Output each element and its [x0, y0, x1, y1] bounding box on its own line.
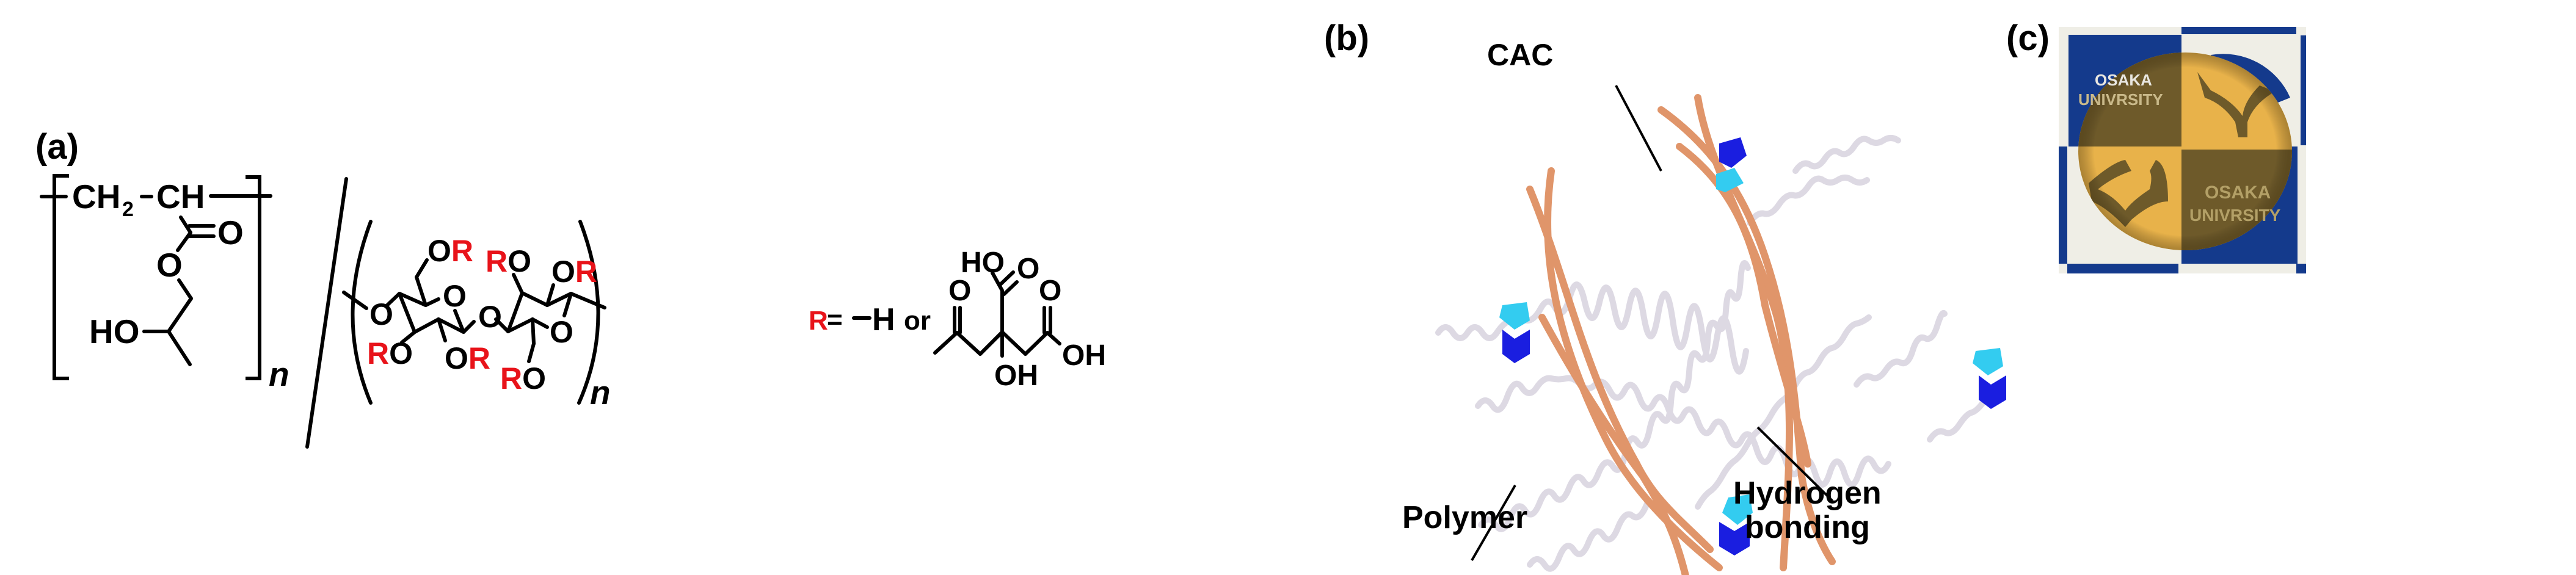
cellulose-paren-right: [577, 220, 600, 405]
cellulose-ring-o-1: O: [443, 279, 467, 313]
photo-text-bottom-line2: UNIVRSITY: [2189, 206, 2281, 225]
hbond-unit: [1719, 494, 1753, 555]
callout-hbond: Hydrogen bonding: [1733, 476, 1882, 544]
panel-b-schematic: [1435, 85, 2006, 575]
polymer-bracket-left: [40, 174, 69, 380]
cellulose-paren-left: [351, 220, 373, 405]
atom-carbonyl-o: O: [217, 214, 244, 251]
callout-line-polymer: [1471, 485, 1516, 561]
r-option-h: H: [872, 302, 895, 338]
cellulose-skeleton: [342, 258, 606, 363]
panel-label-c: (c): [2006, 18, 2050, 58]
atom-ch2-subscript: 2: [122, 198, 134, 221]
cellulose-label-ro-1: RO: [486, 244, 531, 278]
hbond-unit: [1716, 137, 1747, 192]
r-definition-equals: =: [827, 305, 843, 335]
atom-ch: CH: [156, 178, 205, 215]
photo-text-bottom-line1: OSAKA: [2205, 183, 2271, 203]
polymer-chain: [1527, 501, 1650, 572]
blend-divider-slash: [305, 177, 348, 449]
checker-square: [2067, 264, 2178, 273]
citrate-oh-center: OH: [994, 360, 1038, 392]
citrate-o-acid: O: [1039, 275, 1061, 307]
cellulose-label-or-2: OR: [551, 255, 597, 289]
checker-square: [2181, 27, 2296, 34]
polymer-chain: [1792, 135, 1901, 174]
polymer-chain: [1927, 400, 1985, 443]
citrate-oh-right: OH: [1062, 339, 1106, 372]
cellulose-repeat-n: n: [590, 374, 611, 411]
carbonyl-group: [176, 215, 216, 252]
photo-text-top-line1: OSAKA: [2095, 71, 2152, 89]
polymer-chain: [1747, 175, 1870, 226]
hbond-unit: [1499, 302, 1530, 363]
polymer-chain: [1475, 375, 1891, 488]
panel-a-structures: CH 2 CH O O HO n OR RO OR RO OR RO O O O…: [40, 174, 1106, 449]
callout-polymer: Polymer: [1402, 500, 1528, 535]
polymer-repeat-n: n: [269, 355, 289, 393]
photo-text-top-line2: UNIVRSITY: [2078, 90, 2163, 109]
panel-c-photo: OSAKA UNIVRSITY OSAKA UNIVRSITY: [2059, 27, 2306, 273]
atom-ch2: CH: [72, 178, 120, 215]
cac-fiber: [1538, 314, 1689, 575]
citrate-ho-top: HO: [961, 247, 1005, 279]
citrate-skeleton: [933, 270, 1061, 358]
r-definition-label: R: [809, 306, 828, 336]
cellulose-bridge-o: O: [478, 300, 502, 334]
cellulose-label-ro-2: RO: [367, 336, 413, 371]
citrate-o-top: O: [1017, 253, 1039, 285]
callout-hbond-line1: Hydrogen: [1733, 476, 1882, 511]
cellulose-label-or-1: OR: [428, 234, 473, 268]
atom-ester-o: O: [156, 246, 183, 284]
callout-cac: CAC: [1487, 38, 1554, 72]
cac-fiber: [1526, 186, 1714, 553]
polymer-chain: [1695, 314, 1872, 510]
polymer-chain: [1478, 260, 1751, 532]
cellulose-link-o: O: [369, 297, 393, 331]
checker-square: [2301, 35, 2306, 145]
callout-hbond-line2: bonding: [1744, 510, 1870, 546]
panel-label-b: (b): [1324, 18, 1370, 58]
citrate-o-ketone: O: [948, 275, 971, 307]
atom-hydroxyl: HO: [89, 313, 140, 350]
cellulose-label-ro-3: RO: [500, 361, 546, 396]
cellulose-label-or-3: OR: [445, 341, 490, 375]
polymer-chain: [1854, 310, 1948, 388]
hbond-unit: [1973, 348, 2006, 409]
cellulose-ring-o-2: O: [550, 315, 573, 349]
polymer-chains: [1435, 135, 1985, 572]
checker-square: [2059, 146, 2067, 264]
panel-label-a: (a): [35, 127, 79, 167]
callout-line-cac: [1615, 85, 1662, 172]
propyl-chain: [142, 278, 193, 366]
polymer-bracket-right: [209, 175, 272, 380]
polymer-chain: [1435, 281, 1749, 375]
r-or-text: or: [904, 306, 931, 336]
checker-square: [2296, 264, 2306, 273]
cac-fiber: [1694, 94, 1793, 571]
callout-line-hbond: [1756, 426, 1833, 502]
